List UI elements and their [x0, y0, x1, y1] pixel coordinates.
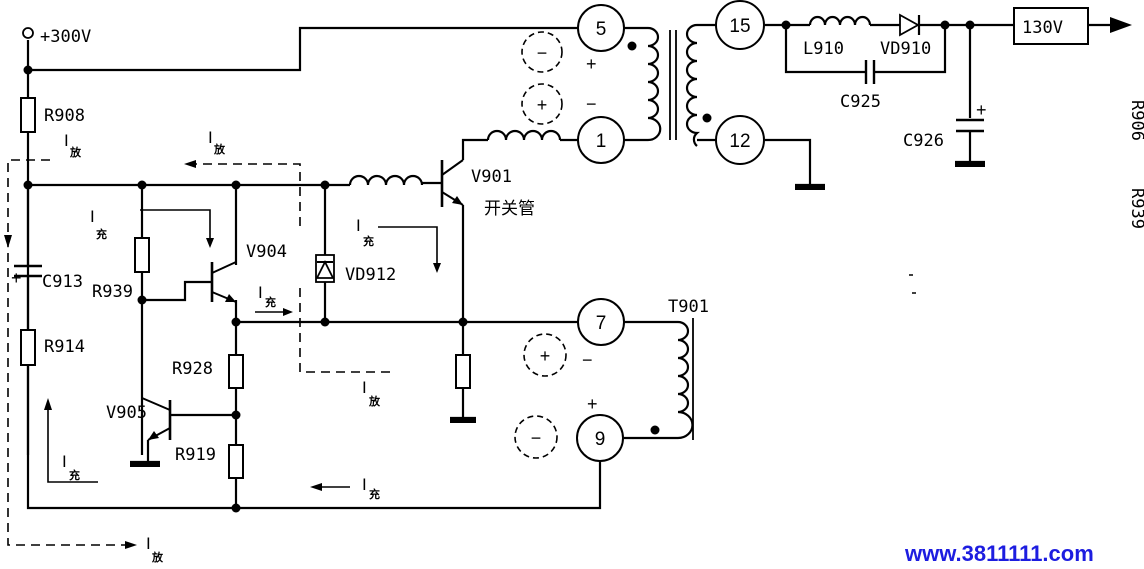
pin-7: 7 [596, 313, 607, 334]
output-block: 130V [1013, 7, 1132, 45]
r919-label: R919 [175, 445, 216, 465]
margin-label-bottom: R939 [1127, 188, 1144, 229]
diodes: VD912 VD910 [315, 13, 931, 285]
r908-label: R908 [44, 106, 85, 126]
r939-label: R939 [92, 282, 133, 302]
svg-text:放: 放 [69, 145, 82, 159]
svg-text:充: 充 [69, 468, 80, 482]
svg-text:I: I [146, 534, 151, 553]
svg-text:I: I [362, 378, 367, 397]
svg-text:I: I [356, 216, 361, 235]
polarity-markers: − + + − + − − + [514, 31, 598, 459]
svg-text:充: 充 [96, 227, 107, 241]
svg-text:−: − [582, 350, 593, 370]
t901-label: T901 [668, 297, 709, 317]
vd910-label: VD910 [880, 39, 931, 59]
svg-text:+: + [537, 95, 548, 115]
l910-label: L910 [803, 39, 844, 59]
svg-text:I: I [362, 475, 367, 494]
transformer-lower: T901 [668, 297, 709, 440]
pin-9: 9 [595, 429, 606, 450]
svg-text:放: 放 [213, 142, 226, 156]
capacitors: + C913 C925 + C926 [11, 60, 987, 292]
svg-text:充: 充 [265, 295, 276, 309]
pins: 5 1 15 12 7 9 [576, 0, 765, 462]
junction-dots [23, 20, 975, 513]
inductors: L910 [348, 15, 872, 186]
resistors: R908 R914 R939 R928 R919 [20, 97, 471, 479]
svg-text:I: I [62, 452, 67, 471]
svg-text:放: 放 [368, 394, 381, 408]
svg-text:充: 充 [369, 487, 380, 501]
ground-symbols [130, 163, 985, 467]
margin-labels: R906 R939 [1127, 100, 1144, 229]
svg-text:I: I [208, 128, 213, 147]
svg-text:+: + [587, 394, 598, 414]
c926-label: C926 [903, 131, 944, 151]
c913-label: C913 [42, 272, 83, 292]
pin-12: 12 [729, 131, 750, 152]
svg-text:+: + [540, 346, 551, 366]
transformer-upper [647, 23, 717, 147]
svg-text:−: − [537, 43, 548, 63]
v901-label: V901 [471, 167, 512, 187]
current-paths [4, 159, 441, 549]
svg-text:充: 充 [363, 234, 374, 248]
vd912-label: VD912 [345, 265, 396, 285]
v904-label: V904 [246, 242, 287, 262]
r914-label: R914 [44, 337, 85, 357]
output-label: 130V [1022, 18, 1063, 38]
svg-text:I: I [90, 207, 95, 226]
supply-terminal: +300V [22, 27, 91, 47]
pin-1: 1 [596, 131, 607, 152]
svg-text:+: + [11, 268, 22, 288]
pin-15: 15 [729, 16, 750, 37]
margin-label-top: R906 [1127, 100, 1144, 141]
current-labels: I 放 I 放 I 充 I 充 I 充 I 放 I 充 I 充 I 放 [62, 128, 381, 564]
r928-label: R928 [172, 359, 213, 379]
c925-label: C925 [840, 92, 881, 112]
svg-text:+: + [976, 100, 987, 120]
svg-text:放: 放 [151, 550, 164, 564]
supply-label: +300V [40, 27, 91, 47]
svg-text:−: − [586, 94, 597, 114]
pin-5: 5 [596, 19, 607, 40]
svg-text:I: I [258, 283, 263, 302]
v901-role-label: 开关管 [484, 199, 535, 219]
watermark: www.3811111.com [904, 541, 1094, 566]
v905-label: V905 [106, 403, 147, 423]
svg-text:+: + [586, 54, 597, 74]
svg-text:−: − [531, 428, 542, 448]
svg-text:I: I [64, 131, 69, 150]
transistors: V901 开关管 V904 V905 [106, 159, 535, 441]
wires [26, 23, 1110, 510]
stray-marks [909, 274, 916, 294]
